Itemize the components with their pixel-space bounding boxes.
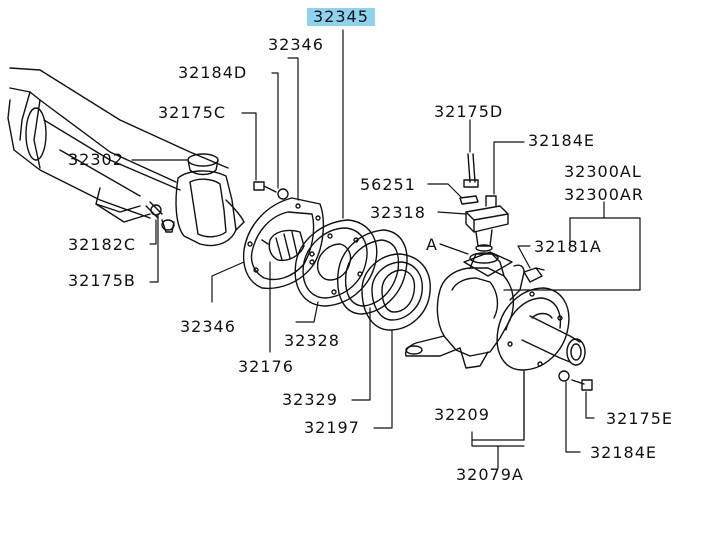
bolt-32175D [463,153,479,188]
part-label-A[interactable]: A [426,235,438,254]
part-label-56251[interactable]: 56251 [360,175,416,194]
part-label-32328[interactable]: 32328 [284,331,340,350]
seal-plate-32346 [242,197,325,290]
part-label-32079A[interactable]: 32079A [456,465,524,484]
part-label-32175E[interactable]: 32175E [606,409,674,428]
bolt-32175E [558,370,593,391]
washer-32184D [277,188,289,200]
part-label-32184D[interactable]: 32184D [178,63,248,82]
part-label-32346-bottom[interactable]: 32346 [180,317,236,336]
part-label-32329[interactable]: 32329 [282,390,338,409]
axle-housing [7,67,229,223]
spindle-32209 [496,287,586,371]
part-label-32346-top[interactable]: 32346 [268,35,324,54]
seal-32328 [294,219,378,307]
part-label-32209[interactable]: 32209 [434,405,490,424]
oil-seal-32197 [361,253,431,331]
bolt-32175C [253,181,277,193]
part-label-32302[interactable]: 32302 [68,150,124,169]
part-label-32175B[interactable]: 32175B [68,271,136,290]
leader-lines [131,29,641,469]
part-label-32318[interactable]: 32318 [370,203,426,222]
part-label-32197[interactable]: 32197 [304,418,360,437]
part-label-32175D[interactable]: 32175D [434,102,504,121]
shim-56251 [459,195,479,205]
bearing-32176 [261,229,305,262]
part-label-32300AR[interactable]: 32300AR [564,185,644,204]
part-label-32184E-bottom[interactable]: 32184E [590,443,658,462]
part-label-32184E-top[interactable]: 32184E [528,131,596,150]
part-label-32176[interactable]: 32176 [238,357,294,376]
part-label-32175C[interactable]: 32175C [158,103,227,122]
part-label-32181A[interactable]: 32181A [534,237,602,256]
part-label-32345[interactable]: 32345 [307,8,375,26]
bolt-32181A [523,267,545,283]
bolt-32182C [145,201,175,233]
kingpin-bushing-32318 [465,195,509,252]
part-label-32300AL[interactable]: 32300AL [564,162,642,181]
part-label-32182C[interactable]: 32182C [68,235,137,254]
housing-flange [175,170,245,247]
